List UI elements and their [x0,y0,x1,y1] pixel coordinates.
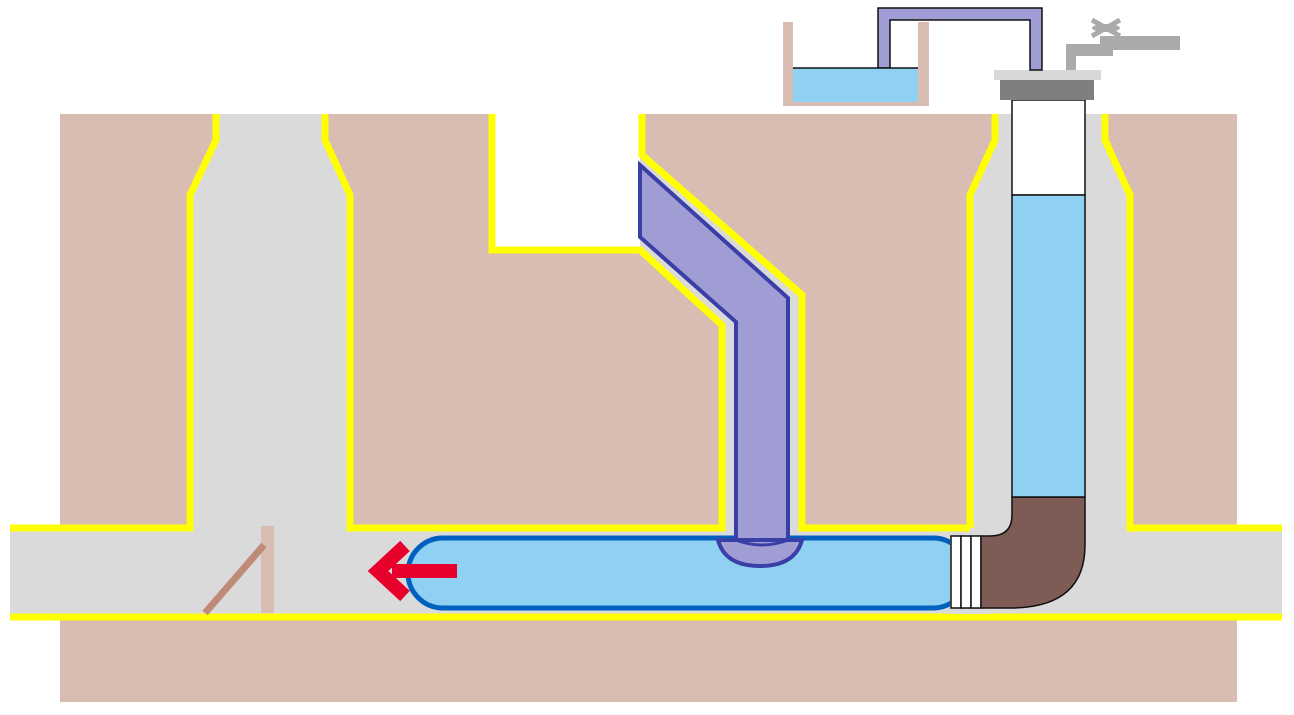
faucet-icon [1066,17,1180,70]
elbow-plug [980,496,1086,609]
riser-air [1011,99,1086,196]
inlet-pipe-joint [735,538,789,547]
left-shaft [190,114,350,530]
left-shaft-border [10,114,220,532]
right-shaft-border-right [1101,114,1282,532]
inlet-pit [492,110,640,250]
flow-arrow-left-icon [367,540,457,602]
riser-cap [1000,80,1094,100]
water-hose [405,535,971,611]
tank-water [793,68,918,102]
right-shaft-border-left [966,114,999,528]
flap-hinge-post [261,526,274,613]
flap-valve [202,542,267,616]
riser-water [1011,194,1086,498]
inlet-pit-border [350,114,726,532]
seal-rings [950,535,982,609]
inlet-pipe-bell [715,538,805,569]
riser-plate [994,70,1101,80]
inlet-channel-border [638,114,970,532]
siphon-tube [877,7,1043,71]
